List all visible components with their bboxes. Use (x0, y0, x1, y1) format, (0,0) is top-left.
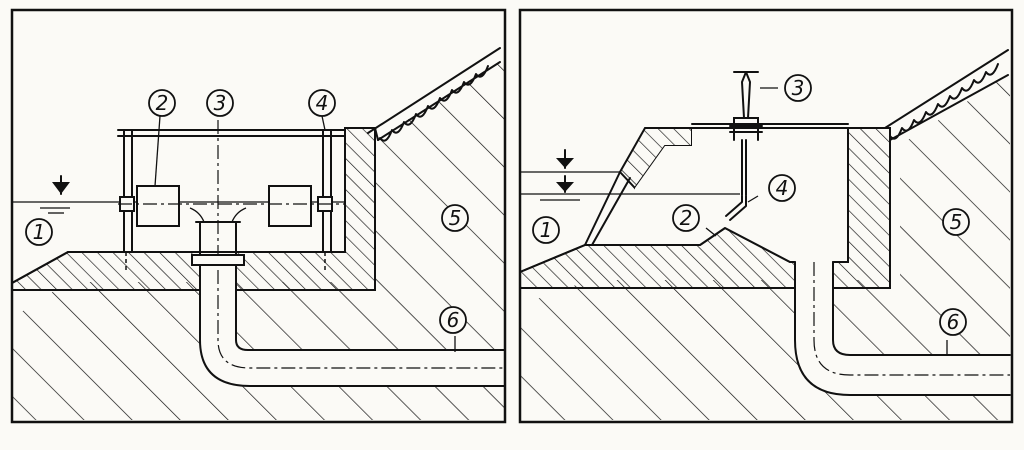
left-panel-frame (10, 8, 507, 424)
svg-text:3: 3 (792, 76, 805, 100)
right-label-water: 1 (532, 216, 560, 244)
svg-text:5: 5 (950, 210, 963, 234)
right-label-valve: 3 (784, 74, 812, 102)
svg-text:4: 4 (776, 176, 789, 200)
right-label-embankment: 5 (942, 208, 970, 236)
svg-text:2: 2 (156, 91, 169, 115)
svg-text:2: 2 (680, 206, 693, 230)
right-label-sill: 2 (672, 204, 700, 232)
left-ground (12, 62, 505, 420)
left-floats (118, 185, 345, 227)
left-label-intake: 3 (206, 89, 234, 117)
svg-text:1: 1 (33, 220, 46, 244)
right-label-pipe: 6 (939, 308, 967, 336)
left-label-guide: 4 (308, 89, 336, 117)
svg-text:6: 6 (947, 310, 960, 334)
right-label-gate: 4 (768, 174, 796, 202)
left-labels: 1 2 3 4 5 6 (25, 89, 469, 352)
left-panel: 1 2 3 4 5 6 (10, 8, 507, 424)
svg-text:3: 3 (214, 91, 227, 115)
svg-text:5: 5 (449, 206, 462, 230)
water-level-icon (52, 175, 70, 195)
right-pipe (794, 261, 1011, 396)
left-pipe (189, 120, 506, 387)
right-valve (729, 71, 763, 196)
left-label-embankment: 5 (441, 204, 469, 232)
right-labels: 1 2 3 4 5 6 (532, 74, 970, 356)
svg-text:1: 1 (540, 218, 553, 242)
svg-text:4: 4 (316, 91, 329, 115)
right-revetment (884, 49, 1009, 141)
water-level-icon (556, 149, 574, 193)
left-revetment (367, 47, 501, 142)
right-panel: 1 2 3 4 5 6 (518, 8, 1014, 424)
right-gate (725, 195, 747, 221)
right-panel-frame (518, 8, 1014, 424)
left-label-pipe: 6 (439, 306, 467, 334)
right-ground (520, 75, 1010, 420)
left-label-float: 2 (148, 89, 176, 117)
left-label-water: 1 (25, 218, 53, 246)
svg-text:6: 6 (447, 308, 460, 332)
